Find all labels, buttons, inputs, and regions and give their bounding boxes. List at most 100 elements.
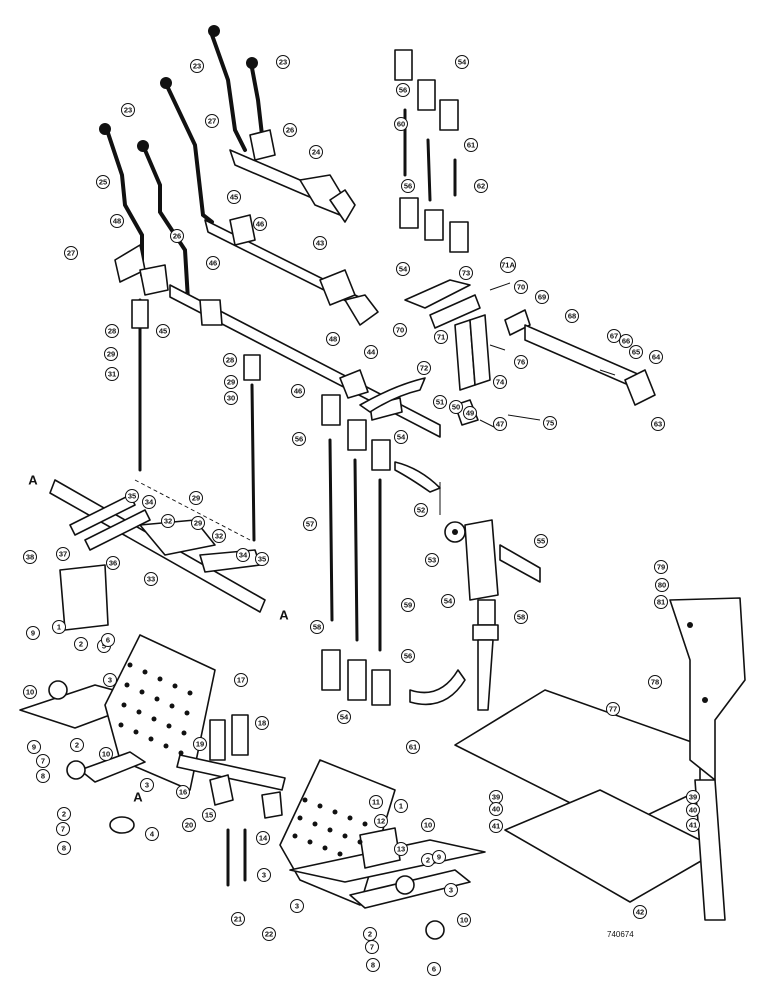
callout-bubble [283,123,297,137]
callout-29: 29 [104,347,118,361]
callout-number: 9 [32,743,36,752]
callout-bubble [223,353,237,367]
callout-number: 3 [449,886,453,895]
callout-bubble [489,802,503,816]
callout-28: 28 [223,353,237,367]
callout-77: 77 [606,702,620,716]
callout-number: 3 [108,676,112,685]
pedal-tread-holes [292,797,368,857]
callout-29: 29 [224,375,238,389]
pedal-tread-holes [118,662,193,756]
callout-number: 7 [370,943,374,952]
callout-number: 40 [689,806,697,815]
callout-number: 54 [444,597,453,606]
callout-number: 35 [128,492,136,501]
motion-arrows [359,377,466,706]
callout-71: 71 [434,330,448,344]
callout-number: 54 [399,265,408,274]
right-pedal-assembly [279,759,486,940]
top-clevis-set [394,49,469,253]
callout-bubble [421,818,435,832]
callout-bubble [425,553,439,567]
callout-bubble [125,489,139,503]
callout-number: 68 [568,312,576,321]
callout-number: 60 [397,120,405,129]
callout-bubble [101,633,115,647]
callout-number: 11 [372,798,380,807]
callout-bubble [144,572,158,586]
callout-78: 78 [648,675,662,689]
vertical-rods [131,298,391,706]
callout-54: 54 [396,262,410,276]
callout-bubble [401,649,415,663]
callout-number: 57 [306,520,314,529]
lower-cross-shaft [49,479,266,613]
callout-number: 17 [237,676,245,685]
callout-55: 55 [534,534,548,548]
callout-bubble [161,514,175,528]
callout-number: 30 [227,394,235,403]
callout-9: 9 [26,626,40,640]
callout-number: 38 [26,553,34,562]
callout-number: 34 [145,498,154,507]
callout-bubble [326,332,340,346]
callout-51: 51 [433,395,447,409]
callout-bubble [441,594,455,608]
callout-number: 56 [404,182,412,191]
callout-bubble [374,814,388,828]
drawing-number: 740674 [607,930,634,939]
callout-number: 54 [458,58,467,67]
callout-number: 79 [657,563,665,572]
callout-bubble [190,59,204,73]
callout-number: 26 [173,232,181,241]
callout-number: 14 [259,834,268,843]
callout-number: 25 [99,178,107,187]
callout-bubble [206,256,220,270]
callout-46: 46 [206,256,220,270]
callout-number: 52 [417,506,425,515]
callout-70: 70 [514,280,528,294]
callout-bubble [105,324,119,338]
callout-bubble [649,350,663,364]
callout-1: 1 [52,620,66,634]
callout-number: 51 [436,398,444,407]
callout-bubble [231,912,245,926]
callout-bubble [401,598,415,612]
callout-2: 2 [74,637,88,651]
callout-70: 70 [393,323,407,337]
callout-number: 1 [399,802,403,811]
callout-bubble [433,395,447,409]
callout-number: 15 [205,811,213,820]
callout-68: 68 [565,309,579,323]
callout-27: 27 [64,246,78,260]
callout-56: 56 [401,649,415,663]
callout-15: 15 [202,808,216,822]
callout-bubble [191,516,205,530]
callout-number: 1 [57,623,61,632]
callout-bubble [121,103,135,117]
callout-bubble [648,675,662,689]
floor-plates [454,597,746,921]
callout-25: 25 [96,175,110,189]
callout-bubble [23,550,37,564]
callout-number: 2 [62,810,66,819]
callout-39: 39 [489,790,503,804]
callout-16: 16 [176,785,190,799]
callout-1: 1 [394,799,408,813]
callout-38: 38 [23,550,37,564]
callout-39: 39 [686,790,700,804]
callout-bubble [291,384,305,398]
section-marker-a: A [133,790,143,805]
callout-bubble [394,430,408,444]
callout-number: 2 [75,741,79,750]
callout-bubble [290,899,304,913]
callout-bubble [236,548,250,562]
callout-81: 81 [654,595,668,609]
callout-19: 19 [193,737,207,751]
callout-number: 23 [124,106,132,115]
callout-bubble [276,55,290,69]
callout-number: 3 [145,781,149,790]
callout-2: 2 [70,738,84,752]
callout-number: 29 [194,519,202,528]
callout-number: 7 [41,757,45,766]
